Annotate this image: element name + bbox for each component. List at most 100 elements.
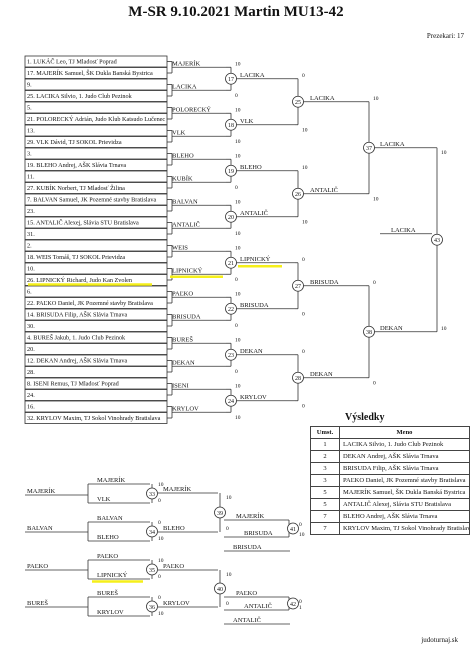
score: 0 bbox=[226, 526, 229, 532]
score: 10 bbox=[158, 482, 164, 488]
player-name: 15. ANTALIČ Alexej, Slávia STU Bratislav… bbox=[27, 219, 139, 227]
player-name: 25. LACIKA Silvio, 1. Judo Club Pezinok bbox=[27, 93, 133, 100]
results-place: 3 bbox=[310, 474, 340, 487]
match-id-circle bbox=[214, 582, 226, 595]
match-id-circle bbox=[214, 506, 226, 519]
score: 0 bbox=[302, 257, 305, 263]
player-name: 18. WEIS Tomáš, TJ SOKOL Prievidza bbox=[27, 254, 125, 261]
results-name: ANTALIČ Alexej, Slávia STU Bratislava bbox=[339, 498, 470, 511]
score: 10 bbox=[235, 61, 241, 67]
player-name: 30. bbox=[27, 323, 35, 330]
score: 10 bbox=[235, 291, 241, 297]
player-entry bbox=[24, 389, 168, 401]
round1-winner: ANTALIČ bbox=[172, 220, 200, 228]
round2-winner: BRISUDA bbox=[240, 302, 269, 309]
round2-winner: BLEHO bbox=[240, 164, 262, 171]
results-place: 7 bbox=[310, 522, 340, 535]
results-name: PAĽKO Daniel, JK Pozemné stavby Bratisla… bbox=[339, 474, 470, 487]
repechage-name: BALVAN bbox=[97, 515, 123, 522]
score: 1 bbox=[299, 605, 302, 611]
final-winner: LACIKA bbox=[391, 227, 416, 234]
score: 0 bbox=[302, 403, 305, 409]
round1-winner: ISENI bbox=[172, 382, 189, 389]
round2-winner: LACIKA bbox=[240, 72, 265, 79]
match-id: 17 bbox=[228, 77, 234, 83]
player-name: 17. MAJERÍK Samuel, ŠK Dukla Banská Byst… bbox=[27, 69, 153, 77]
player-name: 14. BRISUDA Filip, AŠK Slávia Trnava bbox=[27, 311, 127, 319]
player-name: 13. bbox=[27, 128, 35, 135]
match-id: 39 bbox=[217, 511, 223, 517]
repechage-semi-winner: MAJERÍK bbox=[236, 512, 264, 520]
round1-winner: BALVAN bbox=[172, 198, 198, 205]
round1-winner: BLEHO bbox=[172, 152, 194, 159]
score: 0 bbox=[373, 280, 376, 286]
round3-winner: DEKAN bbox=[310, 371, 333, 378]
score: 10 bbox=[235, 337, 241, 343]
score: 10 bbox=[235, 245, 241, 251]
player-entry bbox=[24, 343, 168, 355]
player-name: 3. bbox=[27, 151, 32, 158]
player-name: 8. ISENI Remus, TJ Mladosť Poprad bbox=[27, 381, 120, 388]
score: 10 bbox=[235, 199, 241, 205]
player-name: 9. bbox=[27, 82, 32, 89]
player-name: 4. BUREŠ Jakub, 1. Judo Club Pezinok bbox=[27, 334, 126, 342]
repechage-name: BUREŠ bbox=[97, 589, 118, 597]
player-name: 20. bbox=[27, 346, 35, 353]
player-entry bbox=[24, 400, 168, 413]
final-match-id: 43 bbox=[434, 238, 440, 244]
referee-count: Prezekari: 17 bbox=[426, 32, 464, 40]
score: 10 bbox=[441, 326, 447, 332]
repechage-name: VLK bbox=[97, 496, 111, 503]
round1-winner: DEKAN bbox=[172, 359, 195, 366]
score: 10 bbox=[373, 196, 379, 202]
player-name: 12. DEKAN Andrej, AŠK Slávia Trnava bbox=[27, 357, 127, 365]
player-name: 27. KUBÍK Norbert, TJ Mladosť Žilina bbox=[27, 184, 125, 192]
round1-winner: KRYLOV bbox=[172, 405, 199, 412]
match-id: 18 bbox=[228, 123, 234, 129]
repechage-winner: MAJERÍK bbox=[163, 485, 191, 493]
round1-winner: LACIKA bbox=[172, 83, 197, 90]
player-name: 32. KRYLOV Maxim, TJ Sokol Vinohrady Bra… bbox=[27, 415, 161, 422]
match-id: 25 bbox=[295, 100, 301, 106]
match-id-circle bbox=[287, 522, 299, 535]
round1-winner: PAĽKO bbox=[172, 290, 193, 297]
results-place: 2 bbox=[310, 450, 340, 463]
results-name: KRYLOV Maxim, TJ Sokol Vinohrady Bratisl… bbox=[339, 522, 470, 535]
player-name: 10. bbox=[27, 266, 35, 273]
repechage-name: KRYLOV bbox=[97, 609, 124, 616]
results-place: 5 bbox=[310, 498, 340, 511]
results-header-place: Umst. bbox=[310, 426, 340, 439]
match-id: 24 bbox=[228, 399, 234, 405]
match-id-circle bbox=[146, 600, 158, 613]
score: 0 bbox=[235, 323, 238, 329]
score: 0 bbox=[235, 277, 238, 283]
round1-winner: BRISUDA bbox=[172, 313, 201, 320]
player-entry bbox=[24, 320, 168, 332]
score: 0 bbox=[235, 185, 238, 191]
score: 10 bbox=[235, 415, 241, 421]
player-entry bbox=[24, 205, 168, 217]
repechage-entry: BUREŠ bbox=[27, 599, 48, 607]
round1-winner: KUBÍK bbox=[172, 174, 193, 182]
score: 0 bbox=[302, 73, 305, 79]
player-entry bbox=[24, 124, 168, 137]
score: 0 bbox=[235, 93, 238, 99]
round2-winner: ANTALIČ bbox=[240, 209, 268, 217]
match-id: 34 bbox=[149, 530, 155, 536]
match-id: 27 bbox=[295, 284, 301, 290]
match-id-circle bbox=[146, 525, 158, 538]
player-name: 11. bbox=[27, 174, 35, 181]
score: 10 bbox=[158, 536, 164, 542]
page-title: M-SR 9.10.2021 Martin MU13-42 bbox=[128, 4, 344, 20]
match-id: 40 bbox=[217, 587, 223, 593]
score: 0 bbox=[158, 574, 161, 580]
round1-winner: LIPNICKÝ bbox=[172, 266, 203, 274]
repechage-entry: MAJERÍK bbox=[27, 487, 55, 495]
results-place: 5 bbox=[310, 486, 340, 499]
